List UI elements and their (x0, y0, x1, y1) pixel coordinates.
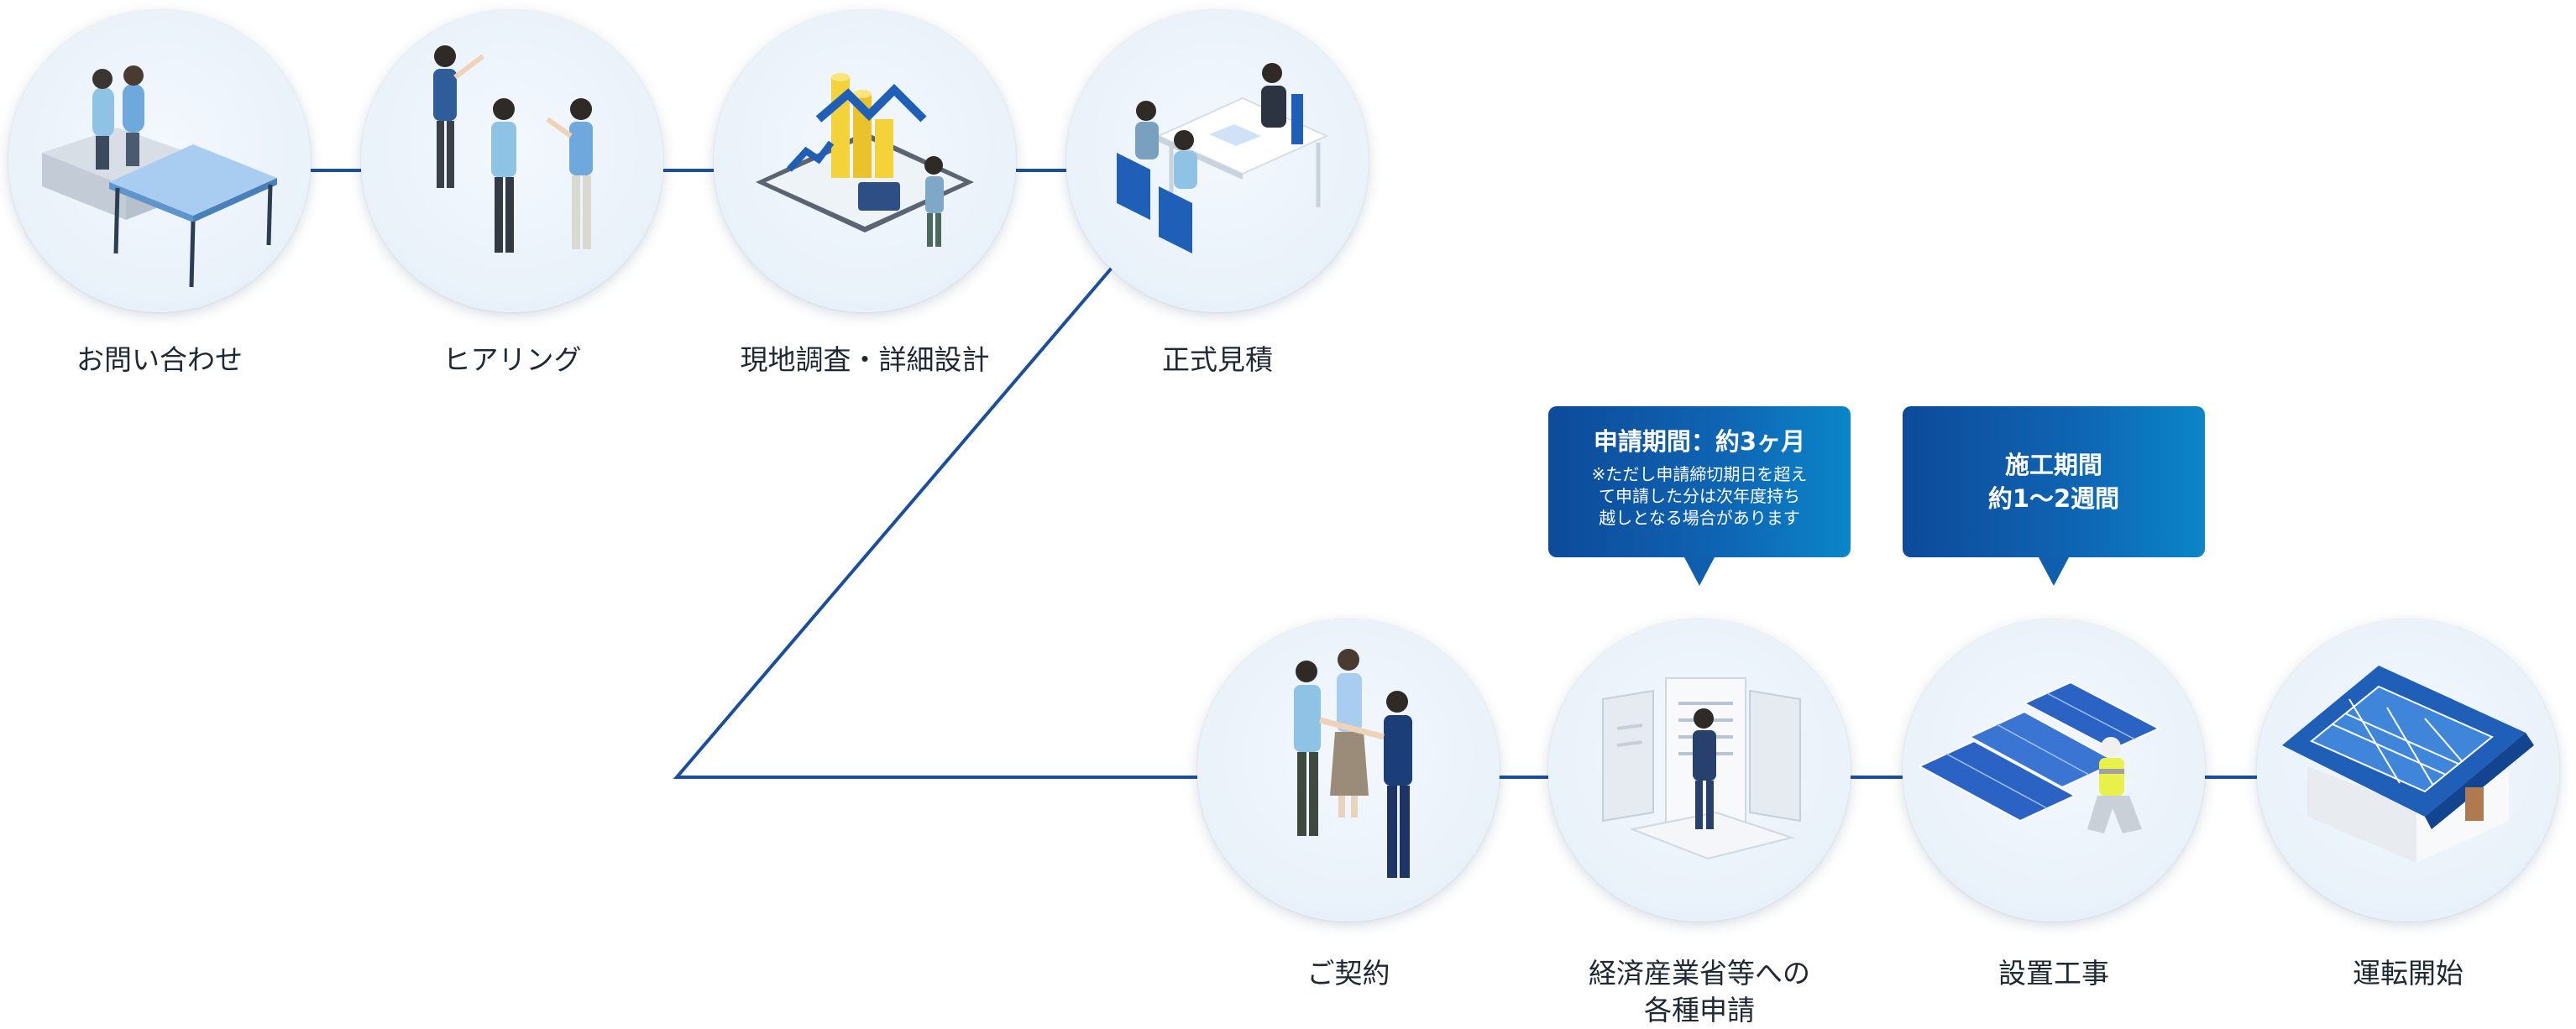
step-operation-label: 運転開始 (2353, 957, 2463, 990)
step-estimate-label: 正式見積 (1162, 343, 1273, 376)
installation-callout-tail (2039, 557, 2069, 586)
application-note-line-1: ※ただし申請締切期日を超え (1591, 464, 1808, 484)
step-hearing-circle (361, 10, 663, 312)
step-installation-circle (1903, 619, 2205, 922)
step-contract-label: ご契約 (1306, 957, 1390, 990)
step-survey-design-circle (714, 10, 1016, 312)
step-contract-circle (1197, 619, 1500, 922)
installation-period-title-line-2: 約1〜2週間 (1987, 484, 2120, 513)
step-survey-design-label: 現地調査・詳細設計 (740, 343, 990, 376)
step-application-label: 経済産業省等への 各種申請 (1490, 955, 1909, 1029)
application-period-note: ※ただし申請締切期日を超え て申請した分は次年度持ち 越しとなる場合があります (1548, 463, 1851, 529)
step-application-circle (1548, 619, 1851, 922)
step-inquiry-circle (8, 10, 311, 312)
application-note-line-2: て申請した分は次年度持ち (1599, 486, 1800, 506)
step-inquiry-label: お問い合わせ (76, 343, 243, 376)
step-application-label-line-2: 各種申請 (1644, 994, 1755, 1026)
contract-handshake-icon (1294, 649, 1412, 878)
solar-installation-icon (1917, 681, 2161, 833)
survey-design-icon (756, 73, 974, 247)
hearing-icon (433, 45, 593, 253)
application-period-title: 申請期間：約3ヶ月 (1593, 427, 1806, 456)
application-period-callout: 申請期間：約3ヶ月 ※ただし申請締切期日を超え て申請した分は次年度持ち 越しと… (1548, 406, 1851, 586)
application-documents-icon (1602, 677, 1801, 860)
installation-period-title-line-1: 施工期間 (2004, 451, 2102, 479)
step-estimate-circle (1066, 10, 1369, 312)
step-operation-circle (2257, 619, 2559, 922)
step-installation-label: 設置工事 (1998, 957, 2109, 990)
estimate-meeting-icon (1117, 63, 1329, 253)
installation-period-callout: 施工期間 約1〜2週間 (1903, 406, 2205, 586)
house-solar-roof-icon (2282, 666, 2534, 863)
application-callout-tail (1684, 557, 1715, 586)
consultation-icon (42, 65, 277, 288)
application-note-line-3: 越しとなる場合があります (1599, 508, 1800, 528)
step-hearing-label: ヒアリング (442, 343, 582, 376)
step-application-label-line-1: 経済産業省等への (1589, 957, 1810, 990)
